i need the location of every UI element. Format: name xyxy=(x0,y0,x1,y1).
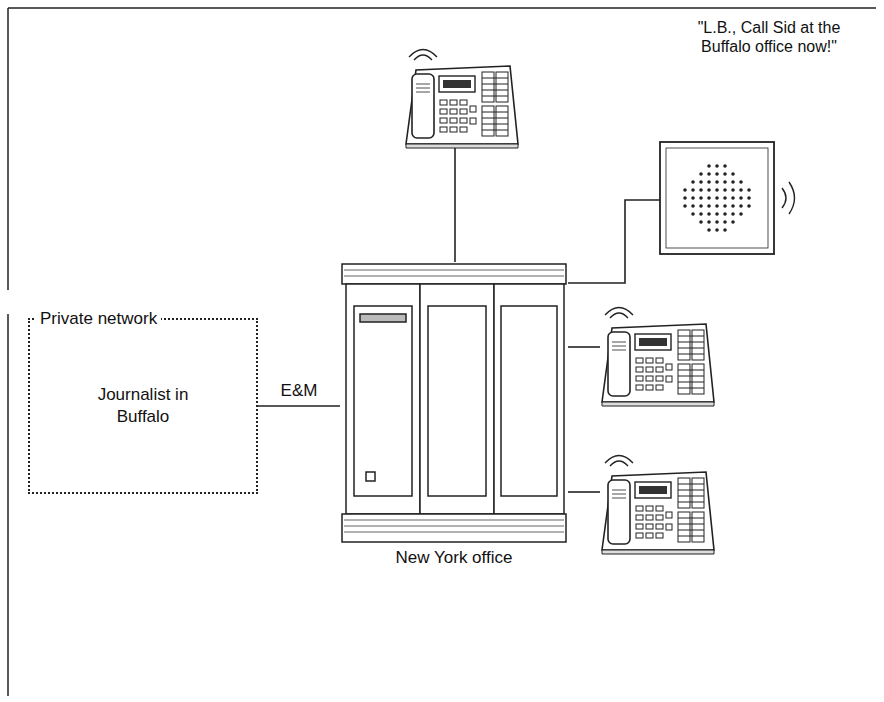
telephone xyxy=(602,308,714,407)
line-label: E&M xyxy=(278,381,321,401)
switch-cabinet: New York office xyxy=(340,262,568,568)
telephone xyxy=(406,50,518,149)
page-callout: "L.B., Call Sid at the Buffalo office no… xyxy=(694,18,844,56)
cabinet-drawing xyxy=(340,262,568,544)
box-heading: Private network xyxy=(36,309,161,329)
telephone-sets xyxy=(406,50,714,555)
trunk-line xyxy=(258,405,340,407)
telephone xyxy=(602,456,714,555)
node-label: Journalist in Buffalo xyxy=(83,384,203,428)
network-cloud-box: Private networkJournalist in Buffalo xyxy=(28,318,258,494)
node-label: New York office xyxy=(340,544,568,568)
frame-lines xyxy=(8,8,876,696)
loudspeaker xyxy=(660,142,795,254)
